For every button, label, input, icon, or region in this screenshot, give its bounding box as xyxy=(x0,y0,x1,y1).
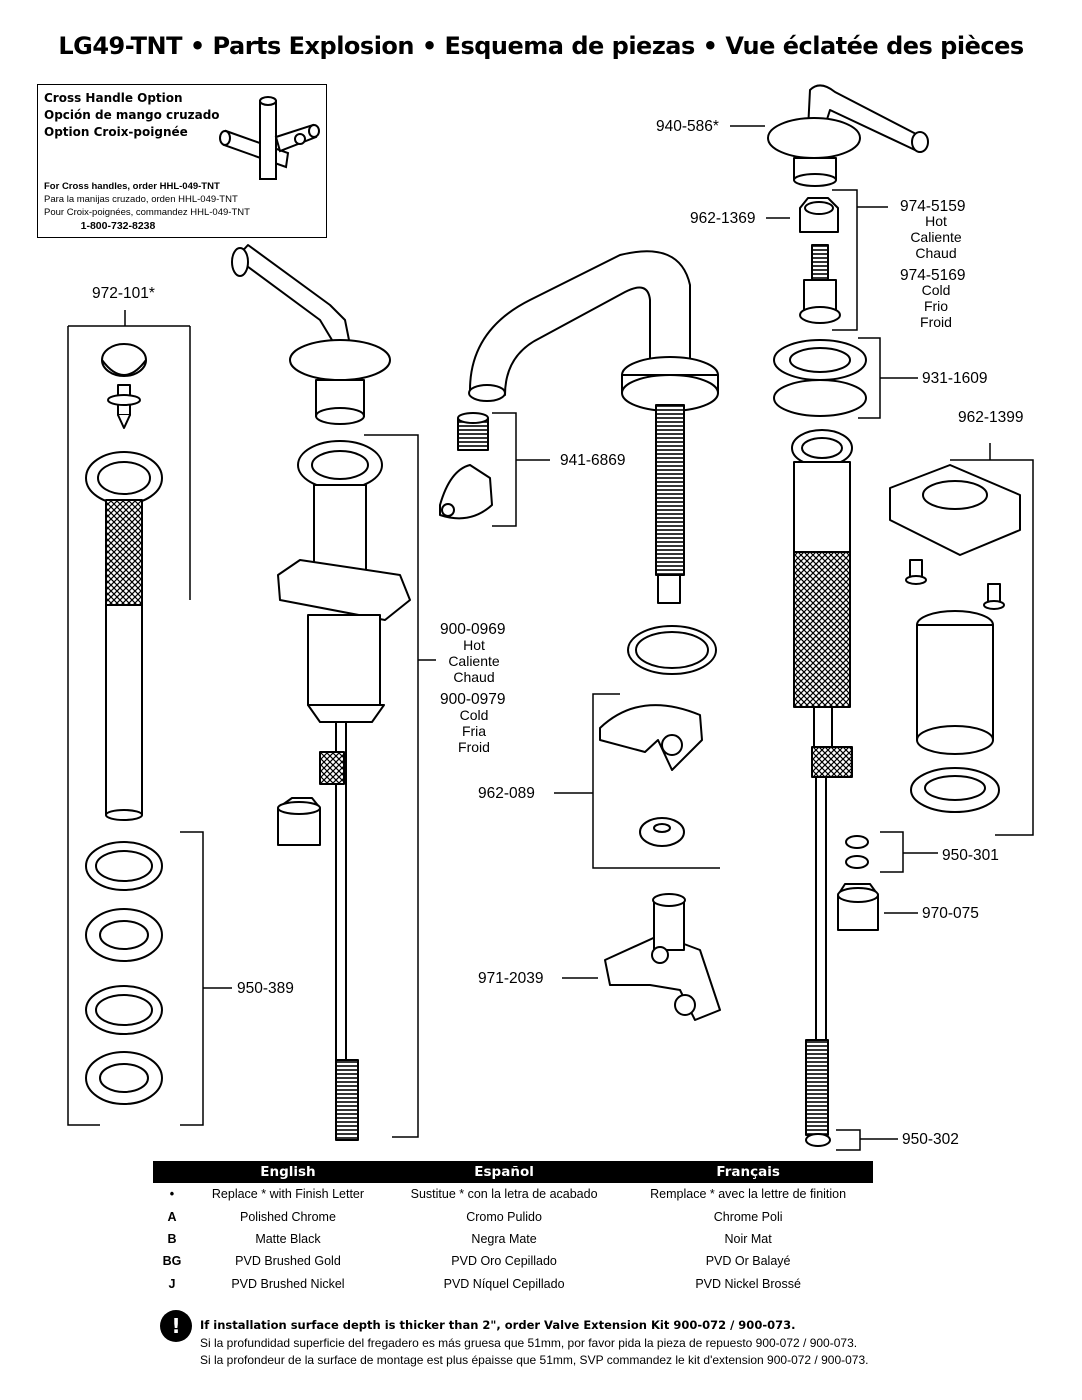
exclamation-icon: ! xyxy=(160,1310,192,1342)
spout-oring xyxy=(627,625,717,675)
legend-es: Sustitue * con la letra de acabado xyxy=(410,1187,598,1202)
legend-header-francais: Français xyxy=(623,1161,873,1183)
legend-en: Replace * with Finish Letter xyxy=(211,1187,365,1202)
legend-es: PVD Níquel Cepillado xyxy=(443,1276,565,1291)
label-950-301: 950-301 xyxy=(942,847,999,864)
cross-handle-inset: Cross Handle Option Opción de mango cruz… xyxy=(37,84,327,238)
label-974-5159-caliente: Caliente xyxy=(910,229,962,245)
label-972-101: 972-101* xyxy=(92,285,155,302)
legend-fr: Remplace * avec la lettre de finition xyxy=(650,1187,847,1202)
label-900-0979-cold: Cold xyxy=(460,707,489,723)
note-spanish: Si la profundidad superficie del fregade… xyxy=(200,1336,858,1350)
left-adapter-nut xyxy=(277,797,321,846)
inset-order-es: Para la manijas cruzado, orden HHL-049-T… xyxy=(44,194,238,205)
note-english: If installation surface depth is thicker… xyxy=(200,1318,796,1332)
label-971-2039: 971-2039 xyxy=(478,970,544,987)
label-974-5159: 974-5159 xyxy=(900,198,966,215)
legend-en: PVD Brushed Gold xyxy=(235,1254,341,1269)
legend-fr: Chrome Poli xyxy=(713,1209,783,1224)
label-962-089: 962-089 xyxy=(478,785,535,802)
legend-en: Matte Black xyxy=(255,1231,321,1246)
right-valve-body xyxy=(791,429,853,1136)
label-974-5159-hot: Hot xyxy=(925,213,947,229)
cross-handle-icon xyxy=(219,96,320,180)
label-970-075: 970-075 xyxy=(922,905,979,922)
label-900-0979-froid: Froid xyxy=(458,739,490,755)
legend-es: Cromo Pulido xyxy=(466,1209,542,1224)
label-900-0979: 900-0979 xyxy=(440,691,506,708)
label-940-586: 940-586* xyxy=(656,118,719,135)
inset-heading-es: Opción de mango cruzado xyxy=(44,108,220,122)
right-cartridge xyxy=(799,244,841,324)
label-900-0979-fria: Fria xyxy=(462,723,486,739)
locknut xyxy=(910,767,1000,813)
drain-gaskets xyxy=(85,841,163,1105)
label-900-0969: 900-0969 xyxy=(440,621,506,638)
label-950-302: 950-302 xyxy=(902,1131,959,1148)
legend-code: BG xyxy=(162,1254,182,1269)
label-900-0969-chaud: Chaud xyxy=(453,669,494,685)
label-900-0969-hot: Hot xyxy=(463,637,485,653)
legend-header-code xyxy=(153,1161,191,1183)
page-title: LG49-TNT • Parts Explosion • Esquema de … xyxy=(58,32,1024,60)
aerator xyxy=(439,412,493,520)
legend-header-english: English xyxy=(191,1161,385,1183)
mounting-screws xyxy=(905,559,1005,610)
inset-heading-en: Cross Handle Option xyxy=(44,91,183,105)
label-950-389: 950-389 xyxy=(237,980,294,997)
legend-row: A Polished Chrome Cromo Pulido Chrome Po… xyxy=(153,1205,873,1227)
legend-row: BG PVD Brushed Gold PVD Oro Cepillado PV… xyxy=(153,1250,873,1272)
right-adapter-nut xyxy=(837,883,879,931)
legend-code: J xyxy=(168,1276,176,1291)
right-escutcheon xyxy=(773,339,867,417)
legend-header-espanol: Español xyxy=(384,1161,624,1183)
label-974-5169-frio: Frio xyxy=(924,298,948,314)
legend-es: PVD Oro Cepillado xyxy=(451,1254,557,1269)
label-974-5169-froid: Froid xyxy=(920,314,952,330)
drain-stopper xyxy=(101,343,147,429)
spout xyxy=(468,250,719,604)
finish-legend-table: English Español Français • Replace * wit… xyxy=(153,1161,873,1295)
legend-en: PVD Brushed Nickel xyxy=(231,1276,345,1291)
legend-header-row: English Español Français xyxy=(153,1161,873,1183)
right-bonnet-nut xyxy=(799,197,839,233)
label-941-6869: 941-6869 xyxy=(560,452,626,469)
legend-code: B xyxy=(167,1231,177,1246)
drain-body xyxy=(85,451,163,821)
legend-row: • Replace * with Finish Letter Sustitue … xyxy=(153,1183,873,1205)
inset-order-en: For Cross handles, order HHL-049-TNT xyxy=(44,181,220,192)
label-962-1399: 962-1399 xyxy=(958,409,1024,426)
legend-fr: PVD Or Balayé xyxy=(705,1254,791,1269)
inset-phone: 1-800-732-8238 xyxy=(80,220,156,232)
small-orings xyxy=(845,835,869,869)
legend-row: B Matte Black Negra Mate Noir Mat xyxy=(153,1228,873,1250)
bottom-oring xyxy=(805,1133,831,1147)
label-974-5169-cold: Cold xyxy=(922,282,951,298)
legend-es: Negra Mate xyxy=(471,1231,537,1246)
legend-fr: PVD Nickel Brossé xyxy=(695,1276,801,1291)
label-974-5169: 974-5169 xyxy=(900,267,966,284)
label-962-1369: 962-1369 xyxy=(690,210,756,227)
inset-heading-fr: Option Croix-poignée xyxy=(44,125,188,139)
left-handle xyxy=(231,244,391,425)
right-handle xyxy=(767,84,929,187)
label-900-0969-caliente: Caliente xyxy=(448,653,500,669)
legend-code: A xyxy=(167,1209,177,1224)
mixing-tee xyxy=(604,893,721,1021)
inset-order-fr: Pour Croix-poignées, commandez HHL-049-T… xyxy=(44,207,250,218)
spout-bracket xyxy=(599,704,703,847)
left-valve-body xyxy=(277,440,411,1141)
label-974-5159-chaud: Chaud xyxy=(915,245,956,261)
label-931-1609: 931-1609 xyxy=(922,370,988,387)
spacer-sleeve xyxy=(916,610,994,755)
legend-code: • xyxy=(169,1187,175,1202)
mounting-bracket xyxy=(889,464,1021,556)
legend-en: Polished Chrome xyxy=(240,1209,336,1224)
legend-row: J PVD Brushed Nickel PVD Níquel Cepillad… xyxy=(153,1273,873,1295)
legend-fr: Noir Mat xyxy=(724,1231,772,1246)
parts-explosion-diagram: 972-101* 950-389 900-0969 Hot Caliente C… xyxy=(67,84,1034,1151)
note-french: Si la profondeur de la surface de montag… xyxy=(200,1353,869,1367)
